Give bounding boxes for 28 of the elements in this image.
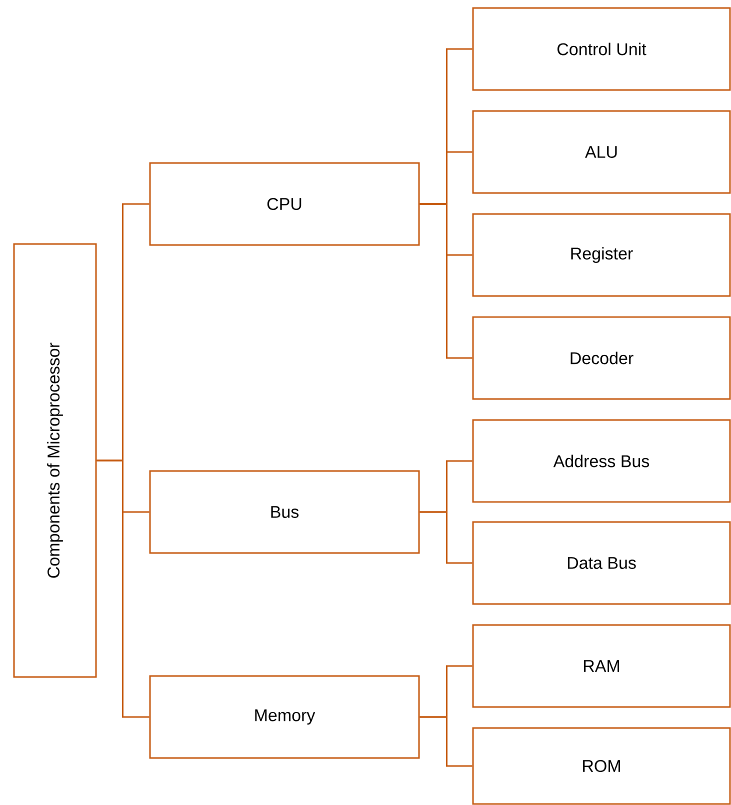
component-box bbox=[472, 624, 731, 708]
box-label: CPU bbox=[267, 198, 302, 210]
box-label: Control Unit bbox=[558, 42, 646, 56]
component-box bbox=[472, 727, 731, 805]
box-label: RAM bbox=[584, 660, 619, 672]
component-box bbox=[472, 110, 731, 194]
connector bbox=[96, 460, 150, 718]
box-label: Bus bbox=[271, 506, 299, 518]
box-label: ROM bbox=[583, 760, 620, 772]
box-label: Memory bbox=[255, 709, 316, 725]
connector bbox=[420, 203, 472, 359]
box-label: Decoder bbox=[570, 352, 634, 364]
component-box bbox=[472, 316, 731, 400]
box-label: Components of Microprocessor bbox=[47, 342, 63, 578]
connector bbox=[420, 716, 472, 767]
connector bbox=[420, 511, 472, 564]
component-box bbox=[472, 213, 731, 297]
category-box bbox=[149, 162, 420, 246]
component-box bbox=[472, 521, 731, 605]
component-box bbox=[472, 419, 731, 503]
component-box bbox=[472, 7, 731, 91]
box-label: ALU bbox=[585, 146, 617, 158]
box-label: Address Bus bbox=[553, 454, 650, 468]
box-label: Data Bus bbox=[568, 557, 636, 569]
category-box bbox=[149, 470, 420, 554]
category-box bbox=[149, 675, 420, 759]
box-label: Register bbox=[571, 247, 633, 263]
root-box bbox=[13, 243, 97, 678]
